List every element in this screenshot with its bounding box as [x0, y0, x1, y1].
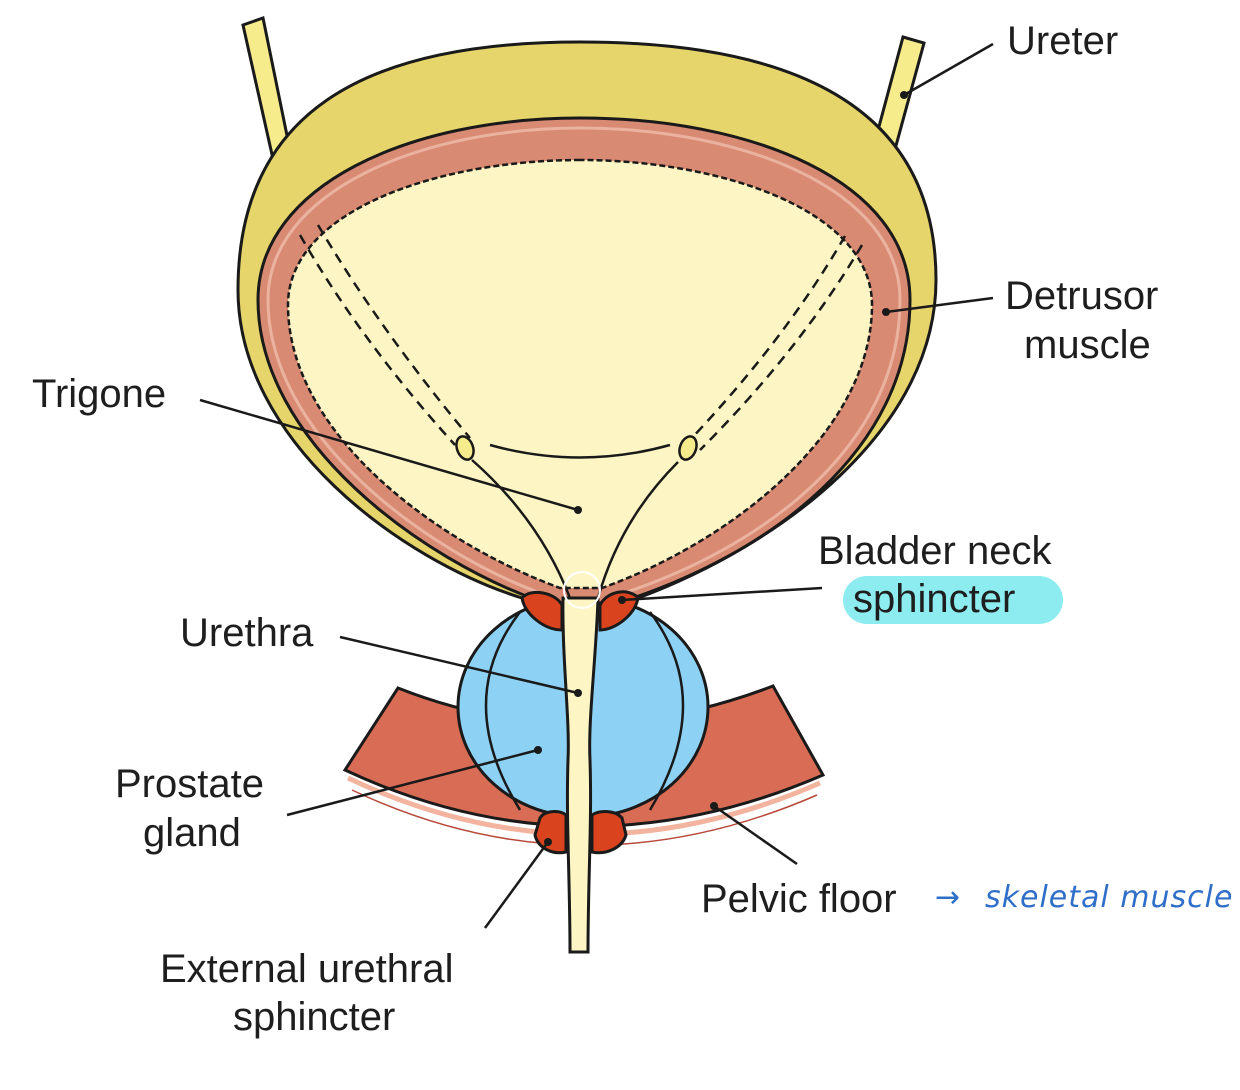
- annotation-text: skeletal muscle: [985, 880, 1233, 915]
- external-urethral-sphincter: [533, 810, 628, 855]
- bladder-neck-sphincter: [520, 590, 640, 632]
- label-detrusor-line2: muscle: [1024, 323, 1151, 367]
- label-ureter: Ureter: [1007, 19, 1118, 63]
- leader-lines: [199, 42, 994, 929]
- label-external-line1: External urethral: [160, 947, 453, 991]
- annotation-arrow: →: [935, 880, 961, 915]
- trigone-lines: [471, 443, 679, 599]
- label-external-line2: sphincter: [233, 995, 395, 1039]
- ureteric-orifice-left: [455, 435, 475, 461]
- label-pelvic-floor: Pelvic floor: [701, 877, 897, 921]
- label-trigone: Trigone: [32, 372, 166, 416]
- ureter-dashed-paths: [298, 224, 864, 451]
- label-bladder-neck-line1: Bladder neck: [818, 529, 1052, 573]
- ureteric-orifice-right: [678, 435, 698, 461]
- bladder-neck-marker: [563, 571, 601, 609]
- label-prostate-line1: Prostate: [115, 762, 264, 806]
- bladder-lumen: [286, 158, 874, 590]
- sphincter-highlight: [843, 576, 1063, 624]
- label-bladder-neck-line2: sphincter: [853, 577, 1015, 621]
- label-detrusor-line1: Detrusor: [1005, 274, 1158, 318]
- urethra: [561, 596, 600, 954]
- label-prostate-line2: gland: [143, 811, 241, 855]
- label-urethra: Urethra: [180, 611, 314, 655]
